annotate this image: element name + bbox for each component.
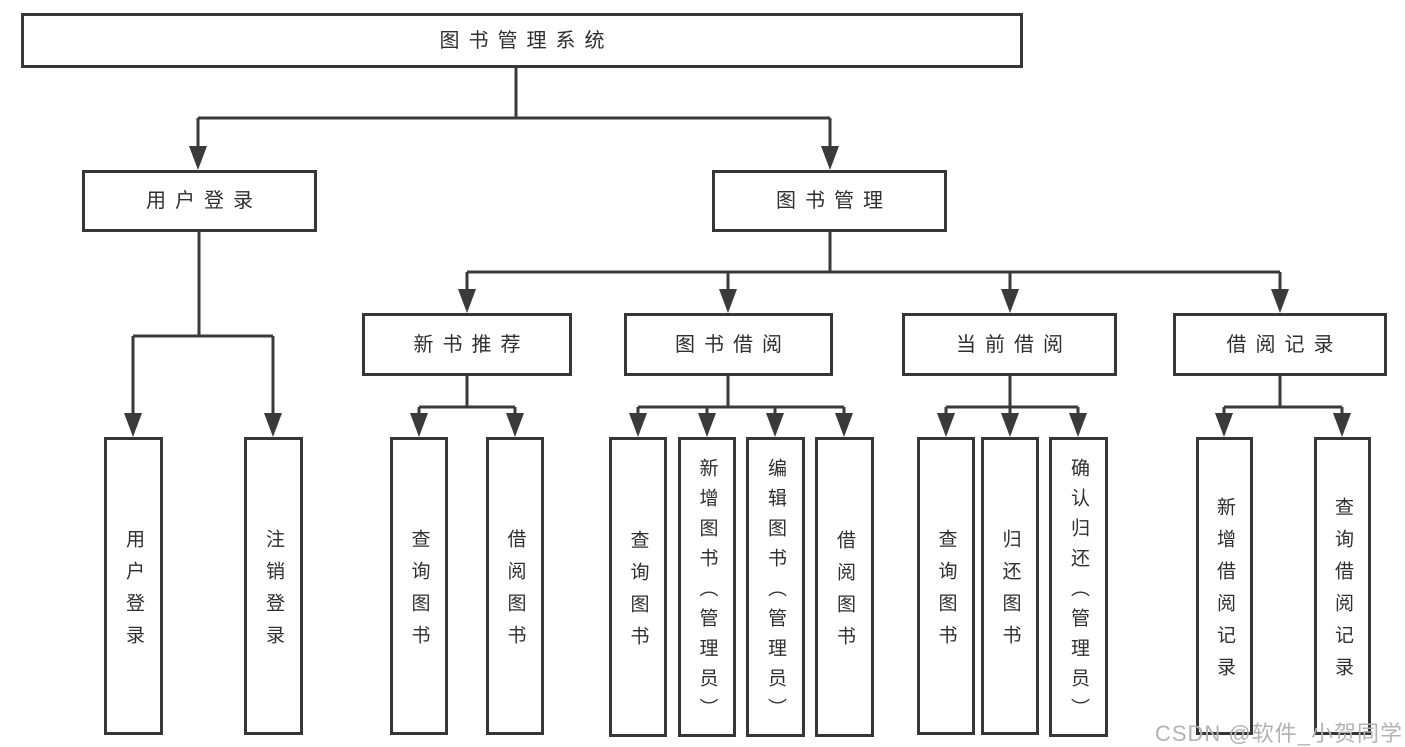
node-library-management-system: 图书管理系统 — [21, 13, 1023, 68]
leaf-user-login: 用户登录 — [104, 437, 163, 735]
leaf-borrow-books: 借阅图书 — [815, 437, 874, 737]
leaf-borrow-books-recommend: 借阅图书 — [486, 437, 544, 735]
node-current-borrowing: 当前借阅 — [902, 313, 1117, 376]
node-book-borrowing: 图书借阅 — [624, 313, 833, 376]
leaf-query-books-recommend: 查询图书 — [390, 437, 448, 735]
node-label: 查询图书 — [627, 529, 649, 658]
node-label: 注销登录 — [263, 528, 284, 657]
node-label: 借阅图书 — [834, 529, 855, 658]
node-user-login: 用户登录 — [82, 170, 317, 232]
node-label: 查询图书 — [935, 528, 957, 657]
csdn-watermark: CSDN @软件_小贺同学 — [1154, 721, 1403, 746]
leaf-query-borrow-record: 查询借阅记录 — [1314, 437, 1371, 735]
leaf-query-books-current: 查询图书 — [917, 437, 975, 735]
node-label: 查询图书 — [408, 528, 430, 657]
node-label: 图书管理 — [776, 190, 892, 212]
node-label: 新书推荐 — [413, 333, 530, 356]
node-new-book-recommend: 新书推荐 — [362, 313, 572, 376]
leaf-return-books: 归还图书 — [981, 437, 1039, 735]
node-label: 用户登录 — [146, 190, 262, 212]
node-label: 新增借阅记录 — [1214, 496, 1235, 689]
node-label: 当前借阅 — [956, 333, 1072, 356]
node-label: 图书管理系统 — [439, 29, 614, 52]
node-label: 借阅记录 — [1226, 333, 1343, 356]
leaf-edit-book-admin: 编辑图书（管理员） — [746, 437, 805, 737]
node-label: 归还图书 — [999, 528, 1021, 657]
node-label: 新增图书（管理员） — [696, 457, 718, 728]
leaf-query-books-borrow: 查询图书 — [609, 437, 667, 737]
node-label: 用户登录 — [123, 528, 144, 657]
node-label: 编辑图书（管理员） — [765, 457, 786, 728]
node-label: 借阅图书 — [504, 528, 526, 657]
node-borrowing-records: 借阅记录 — [1173, 313, 1387, 376]
node-book-management: 图书管理 — [712, 170, 947, 232]
node-label: 图书借阅 — [675, 333, 791, 356]
leaf-logout-login: 注销登录 — [244, 437, 303, 735]
node-label: 查询借阅记录 — [1332, 496, 1353, 689]
leaf-add-book-admin: 新增图书（管理员） — [678, 437, 736, 737]
leaf-add-borrow-record: 新增借阅记录 — [1196, 437, 1253, 735]
leaf-confirm-return-admin: 确认归还（管理员） — [1049, 437, 1108, 737]
node-label: 确认归还（管理员） — [1068, 457, 1089, 728]
